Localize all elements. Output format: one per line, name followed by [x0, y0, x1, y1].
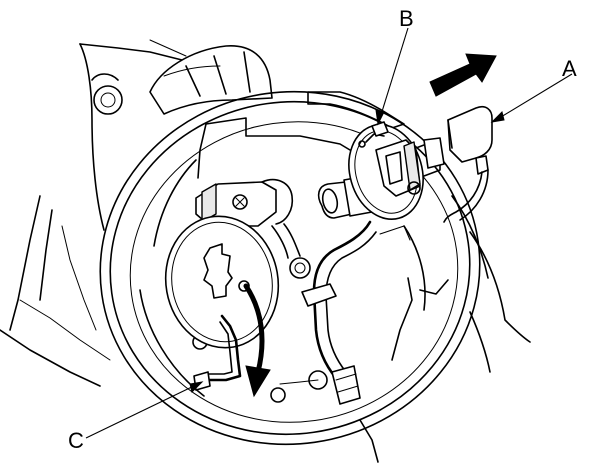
wiring-harness: [301, 220, 377, 405]
right-body-outline: [359, 195, 531, 463]
side-marker-socket: [195, 178, 301, 259]
callout-c-label: C: [68, 428, 84, 453]
curved-arrow-down-icon: [243, 283, 271, 398]
headlight-housing: [99, 90, 481, 446]
callout-a-label: A: [562, 56, 577, 81]
callout-b-label: B: [399, 6, 414, 31]
arrow-right-icon: [429, 53, 497, 97]
bulb-opening: [164, 215, 280, 349]
vehicle-body-outline: [0, 39, 187, 387]
callout-leaders: [85, 27, 573, 439]
reflector-back-plate: [139, 117, 449, 403]
connector-a: [443, 105, 493, 223]
housing-top-bracket: [149, 45, 405, 129]
headlight-bulb-b: [317, 121, 445, 220]
